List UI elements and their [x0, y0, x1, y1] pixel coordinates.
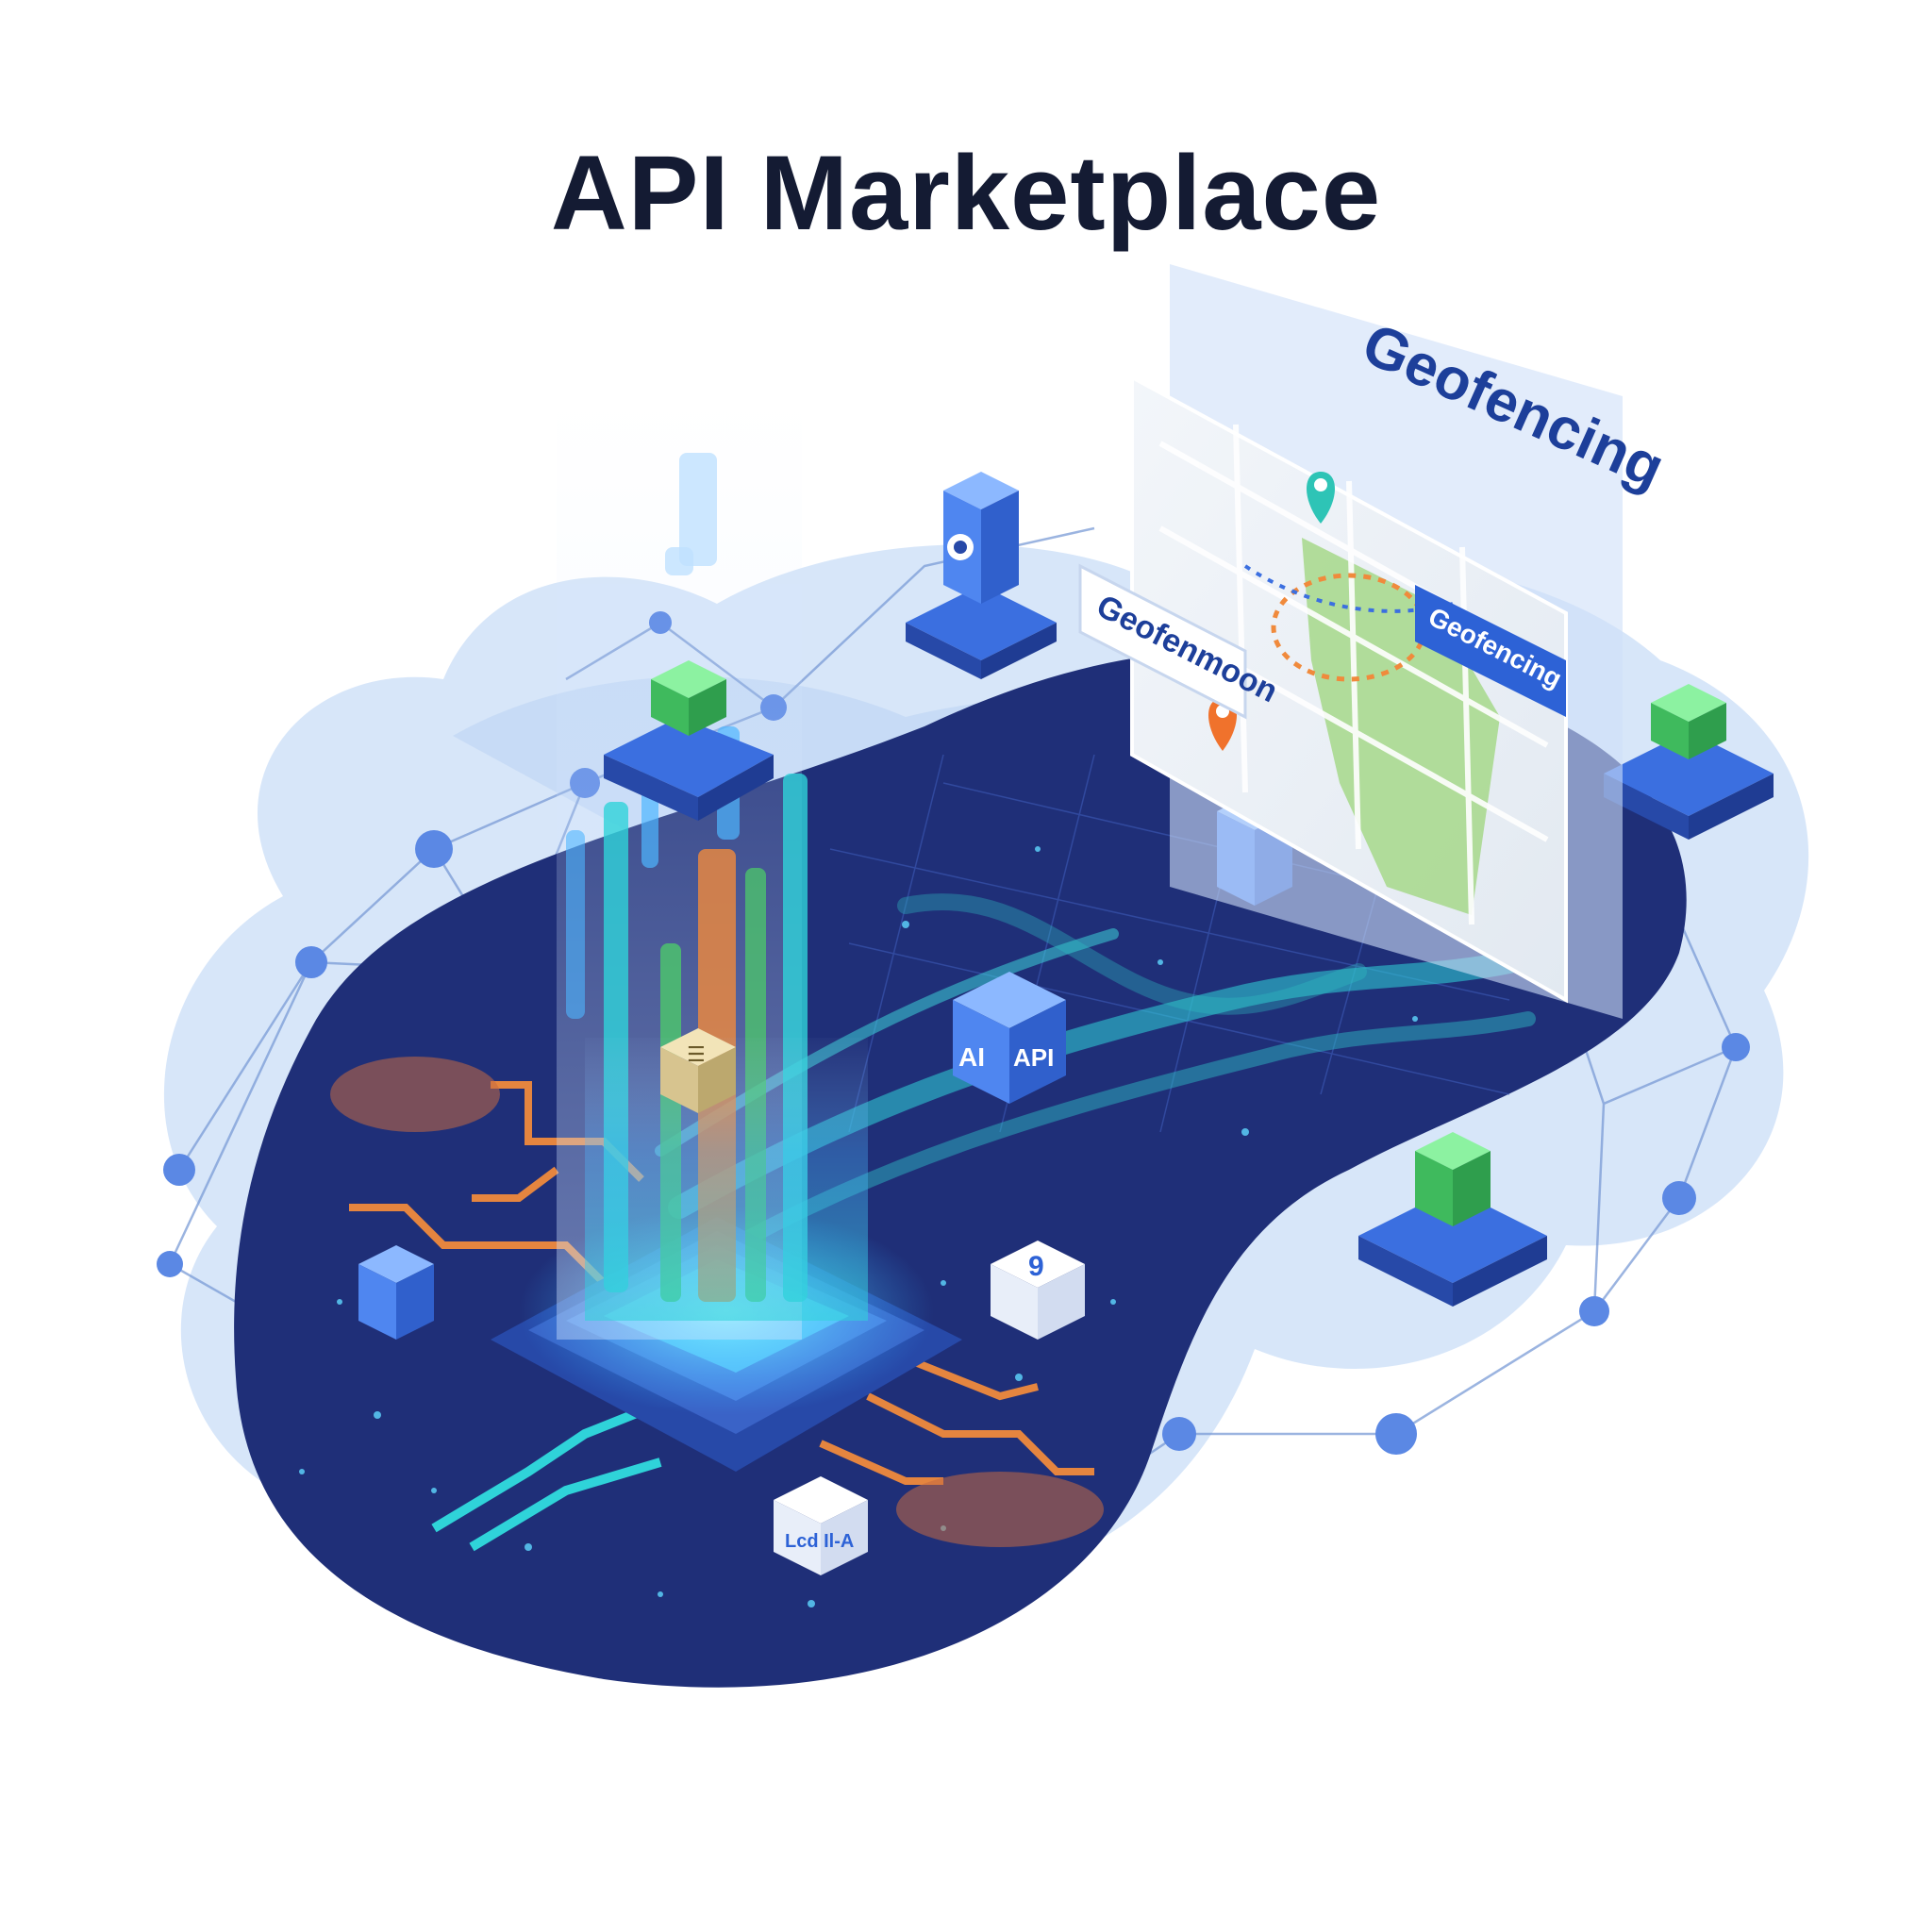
map-tag-left [1078, 563, 1247, 720]
cube-b-glyph: 9 [1028, 1251, 1044, 1282]
server-stack-icon-right [1604, 684, 1774, 840]
map-tag-right [1415, 585, 1566, 717]
cube-c-glyph: Lcd Il-A [785, 1531, 854, 1552]
chip-label-ai: AI [958, 1042, 985, 1072]
chip-label-api: API [1013, 1043, 1054, 1072]
page-title: API Marketplace [550, 134, 1382, 252]
rust-smudges [330, 1057, 1104, 1547]
code-cube-b [991, 1241, 1085, 1340]
server-stack-icon [604, 660, 774, 821]
cube-a-glyph: ☰ [687, 1042, 706, 1066]
camera-icon [906, 472, 1057, 679]
code-cube-c [774, 1476, 868, 1575]
server-block-left [358, 1245, 434, 1340]
data-beams [566, 453, 868, 1321]
api-chip-icon [953, 972, 1066, 1104]
server-stack-icon-lower [1358, 1132, 1547, 1307]
code-cube-a [660, 1028, 736, 1113]
map-pin-icon [1208, 472, 1335, 751]
